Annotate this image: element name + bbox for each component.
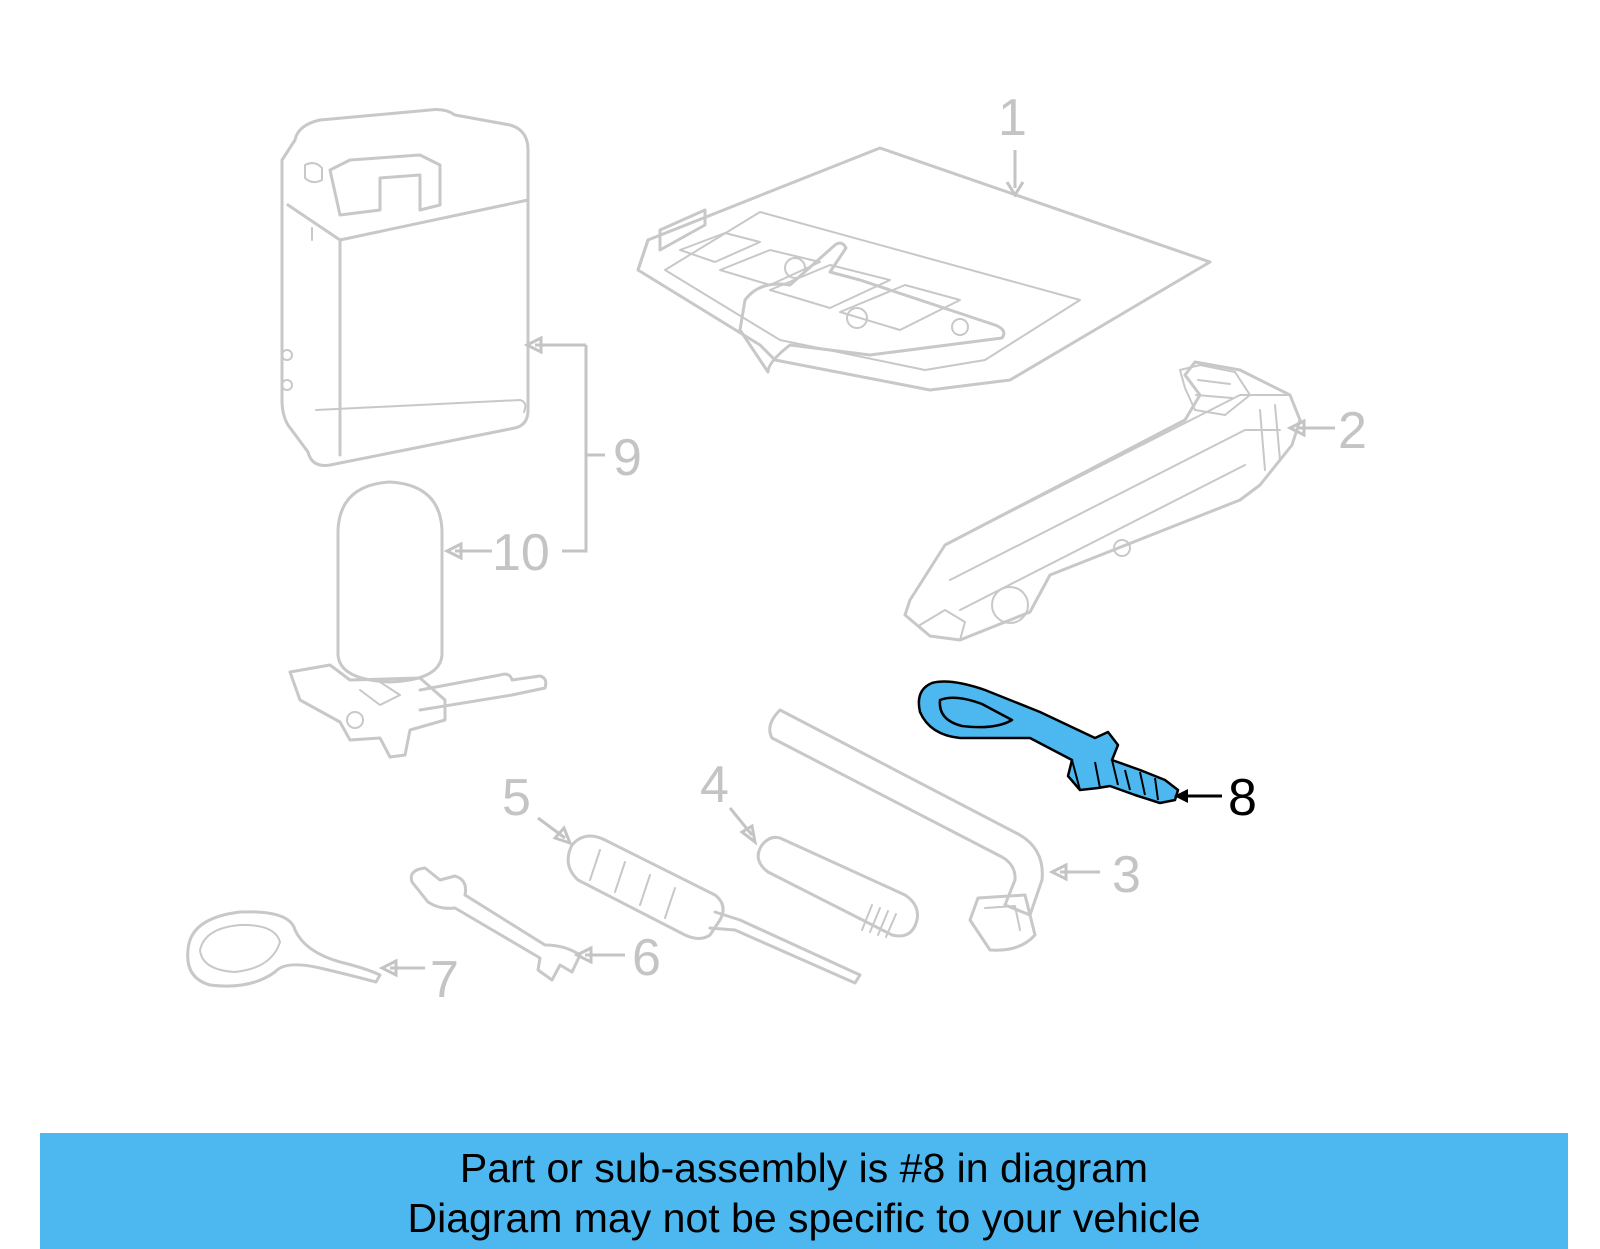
banner-line-2: Diagram may not be specific to your vehi… — [407, 1195, 1201, 1241]
part-2-jack — [903, 360, 1302, 642]
callout-9: 9 — [613, 429, 642, 487]
part-4-extension — [756, 835, 919, 938]
part-7-strap — [186, 910, 382, 988]
callout-6: 6 — [632, 929, 661, 987]
part-5-screwdriver — [566, 834, 862, 985]
banner-line-1: Part or sub-assembly is #8 in diagram — [459, 1145, 1149, 1191]
callout-5: 5 — [502, 769, 531, 827]
callout-3: 3 — [1112, 846, 1141, 904]
callout-7: 7 — [430, 951, 459, 1009]
info-banner: Part or sub-assembly is #8 in diagram Di… — [40, 1133, 1568, 1249]
part-9-canister — [280, 108, 530, 467]
part-8-tow-eye — [917, 680, 1180, 805]
callout-8: 8 — [1228, 769, 1257, 827]
leader-lines — [378, 150, 1335, 978]
parts-diagram: 1 2 3 4 5 6 7 8 9 10 — [186, 89, 1367, 1009]
part-3-lug-wrench — [768, 708, 1044, 952]
part-10-bottle — [288, 480, 548, 759]
callout-2: 2 — [1338, 402, 1367, 460]
part-6-wrench — [409, 866, 582, 982]
callout-1: 1 — [998, 89, 1027, 147]
callout-4: 4 — [700, 756, 729, 814]
part-1-tray — [636, 146, 1212, 392]
callout-10: 10 — [492, 524, 550, 582]
